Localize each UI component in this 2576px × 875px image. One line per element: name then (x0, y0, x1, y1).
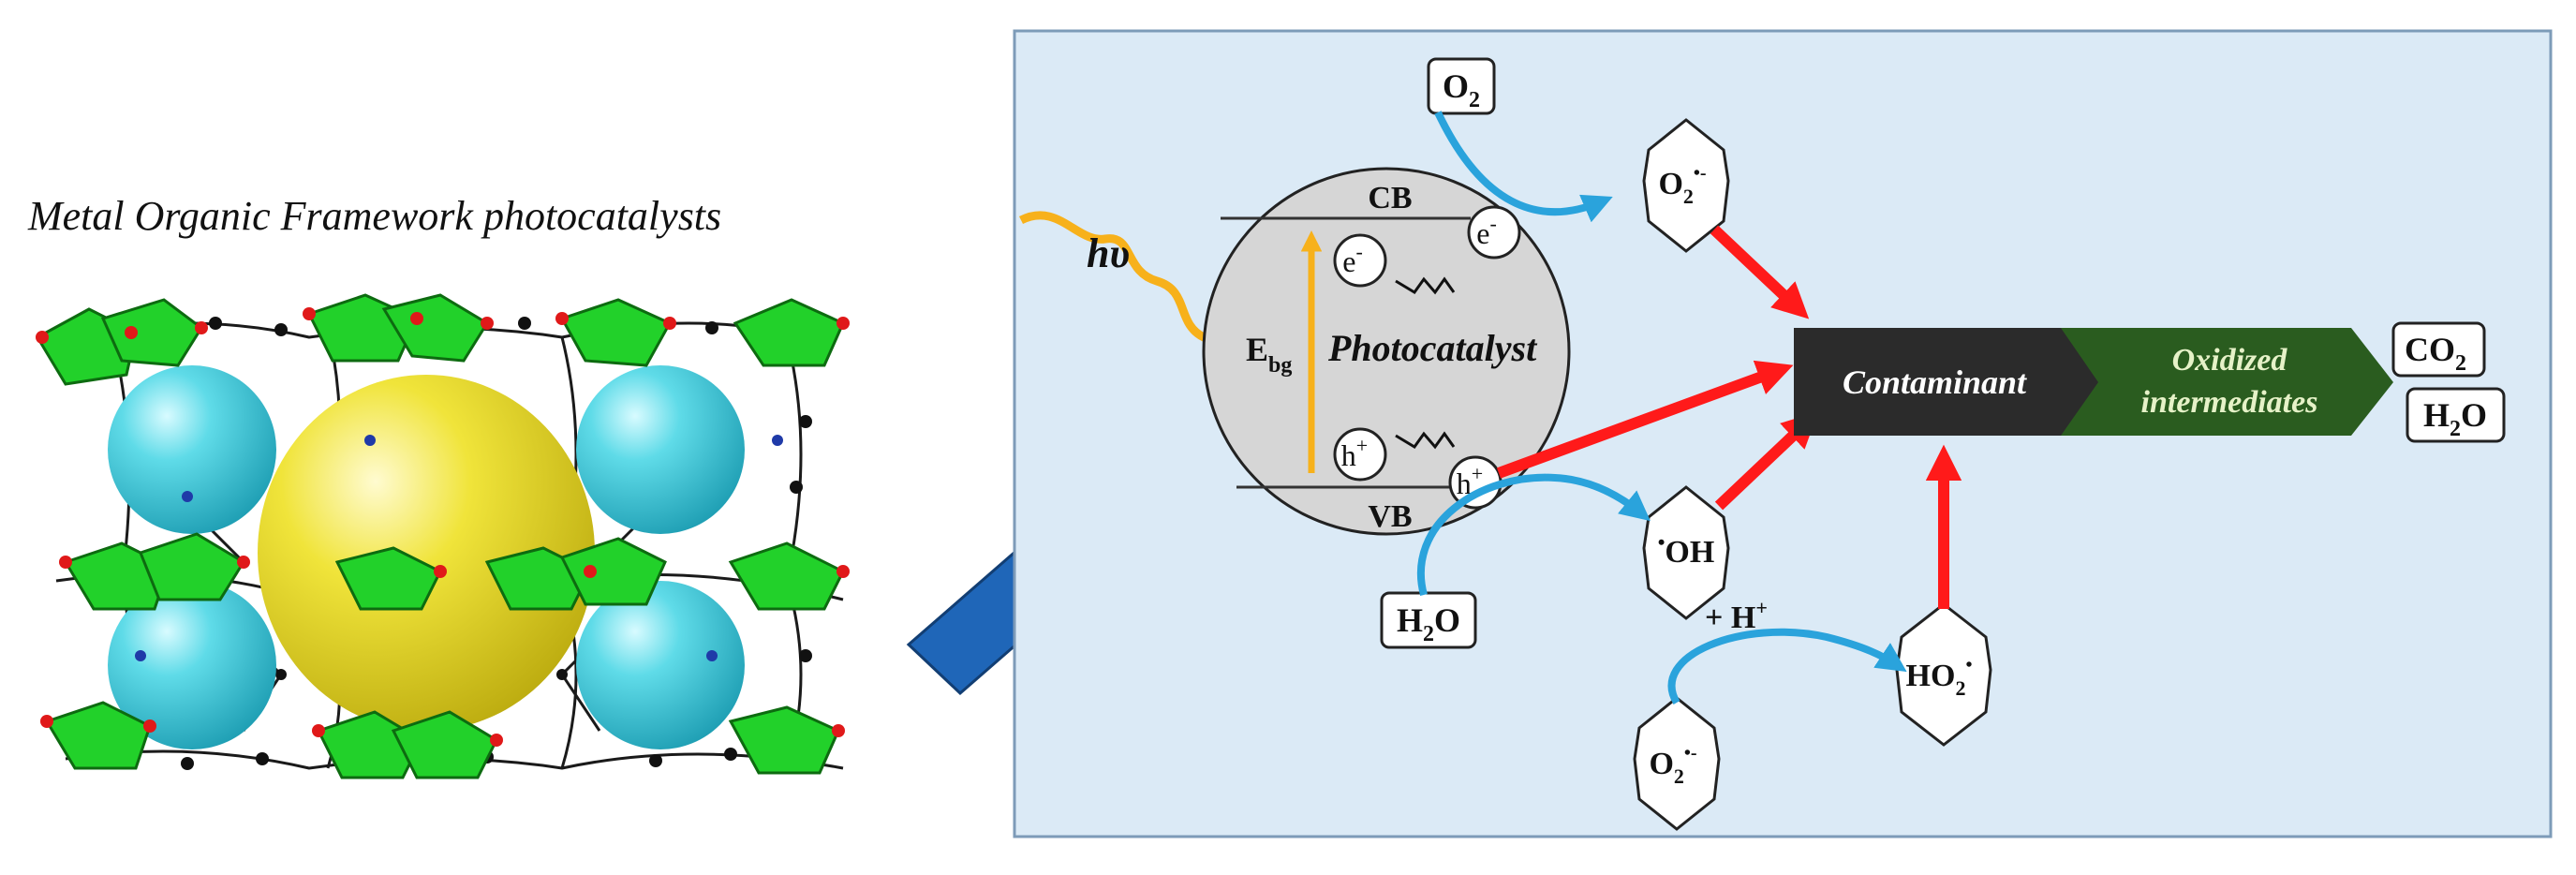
svg-text:h+: h+ (1457, 462, 1483, 500)
svg-text:O2: O2 (1443, 67, 1480, 112)
hydroperoxyl-radical-star: HO2• (1895, 602, 1992, 747)
superoxide-radical-star: O2•- (1642, 118, 1730, 253)
cyan-pore-sphere (576, 581, 745, 749)
svg-text:e-: e- (1342, 240, 1363, 278)
contaminant-label: Contaminant (1843, 363, 2027, 401)
co2-product-box: CO2 (2391, 321, 2486, 378)
oxidized-label-line1: Oxidized (2172, 343, 2288, 378)
electron-in-band: e- (1333, 233, 1387, 288)
electron-surface: e- (1467, 205, 1521, 260)
svg-text:CO2: CO2 (2405, 331, 2466, 376)
green-metal-clusters (35, 293, 846, 779)
contaminant-box (1794, 328, 2112, 436)
valence-band-label: VB (1368, 499, 1412, 534)
oxygen-atoms (36, 307, 850, 747)
svg-text:HO2•: HO2• (1906, 655, 1973, 700)
hydroxyl-attack-arrow (1714, 411, 1819, 511)
nitrogen-atoms (135, 435, 783, 661)
svg-text:O2•-: O2•- (1658, 163, 1706, 208)
light-symbol: hυ (1087, 230, 1130, 276)
superoxide-attack-arrow (1710, 225, 1810, 319)
hole-in-band: h+ (1333, 427, 1387, 482)
band-gap-label: Ebg (1246, 331, 1292, 378)
hole-attack-arrow (1496, 360, 1794, 479)
hydroxyl-radical-star: •OH (1642, 485, 1730, 620)
proton-label: + H+ (1705, 596, 1768, 635)
svg-text:h+: h+ (1341, 434, 1368, 472)
water-oxidation-arrow (1416, 473, 1651, 597)
protonation-arrow (1667, 628, 1907, 705)
svg-text:e-: e- (1476, 212, 1497, 250)
yellow-pore-sphere (258, 375, 595, 731)
svg-text:O2•-: O2•- (1649, 743, 1696, 788)
svg-text:•OH: •OH (1658, 530, 1715, 570)
o2-molecule-box: O2 (1427, 57, 1496, 115)
oxidized-label-line2: intermediates (2141, 385, 2318, 420)
photocatalyst-particle (1202, 167, 1571, 536)
h2o-molecule-box: H2O (1380, 591, 1477, 649)
oxidized-intermediates-box (2061, 328, 2393, 436)
o2-reduction-arrow (1434, 111, 1613, 223)
cyan-pore-sphere (576, 365, 745, 534)
cyan-pore-sphere (108, 365, 276, 534)
svg-text:H2O: H2O (1397, 601, 1460, 646)
svg-text:H2O: H2O (2423, 396, 2487, 441)
cyan-pore-sphere (108, 581, 276, 749)
mof-structure-illustration (35, 293, 850, 779)
photocatalyst-label: Photocatalyst (1327, 327, 1538, 369)
electron-migration-squiggle (1395, 276, 1456, 295)
h2o-product-box: H2O (2406, 387, 2506, 443)
superoxide-radical-star-lower: O2•- (1633, 696, 1721, 831)
conduction-band-label: CB (1368, 181, 1412, 215)
hole-migration-squiggle (1395, 431, 1456, 450)
hole-surface: h+ (1448, 455, 1503, 510)
mof-title: Metal Organic Framework photocatalysts (27, 193, 721, 239)
